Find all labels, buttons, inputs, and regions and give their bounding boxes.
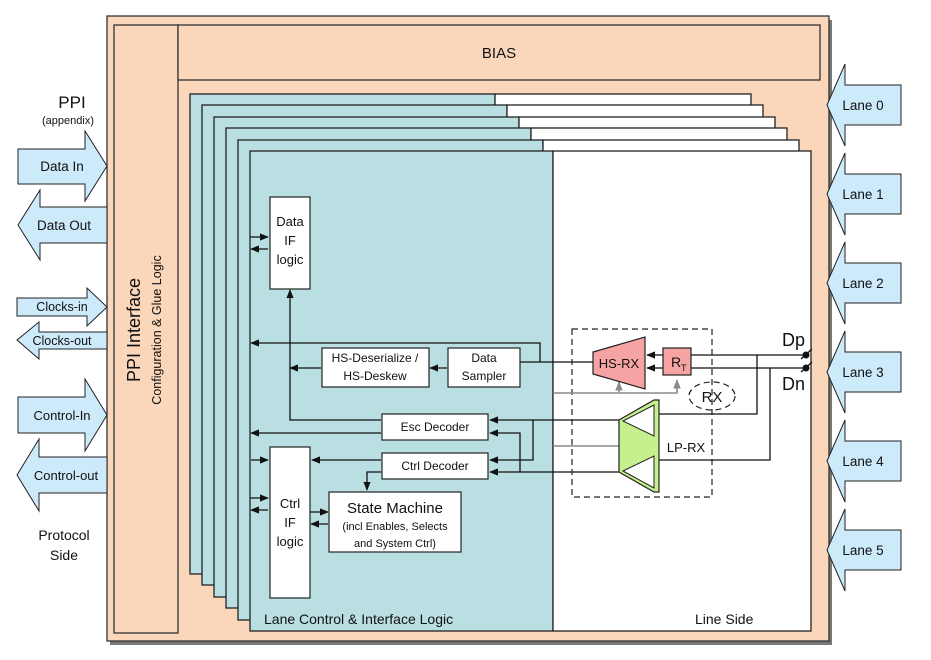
svg-text:IF: IF bbox=[284, 515, 296, 530]
data-in-arrow: Data In bbox=[17, 129, 108, 203]
lane-3-arrow: Lane 3 bbox=[826, 330, 902, 414]
esc-decoder-block: Esc Decoder bbox=[381, 413, 489, 441]
svg-text:Clocks-in: Clocks-in bbox=[36, 300, 87, 314]
lp-rx-block: LP-RX bbox=[618, 399, 706, 493]
ppi-interface-title: PPI Interface bbox=[124, 278, 144, 382]
ppi-subtitle: (appendix) bbox=[42, 115, 94, 127]
hs-rx-block: HS-RX bbox=[592, 336, 646, 390]
svg-text:LP-RX: LP-RX bbox=[667, 440, 706, 455]
dn-label: Dn bbox=[782, 374, 805, 394]
svg-text:HS-Deserialize /: HS-Deserialize / bbox=[332, 351, 419, 365]
svg-text:HS-Deskew: HS-Deskew bbox=[343, 369, 407, 383]
state-machine-block: State Machine (incl Enables, Selects and… bbox=[328, 491, 462, 553]
svg-text:Ctrl Decoder: Ctrl Decoder bbox=[401, 459, 468, 473]
svg-text:logic: logic bbox=[277, 252, 304, 267]
svg-text:State Machine: State Machine bbox=[347, 500, 443, 517]
data-sampler-block: Data Sampler bbox=[447, 347, 521, 388]
clocks-in-arrow: Clocks-in bbox=[16, 286, 108, 328]
svg-text:Lane 3: Lane 3 bbox=[842, 365, 883, 380]
svg-text:Lane 0: Lane 0 bbox=[842, 98, 883, 113]
protocol-side: PPI (appendix) Data In Data Out Clocks-i… bbox=[16, 93, 108, 563]
lane-control-label: Lane Control & Interface Logic bbox=[264, 611, 453, 627]
bias-block: BIAS bbox=[177, 24, 821, 81]
lane-1-arrow: Lane 1 bbox=[826, 152, 902, 236]
data-out-arrow: Data Out bbox=[17, 188, 108, 262]
ppi-interface-subtitle: Configuration & Glue Logic bbox=[150, 255, 164, 404]
data-if-logic-block: Data IF logic bbox=[269, 196, 311, 290]
svg-text:T: T bbox=[681, 363, 687, 373]
side-label: Side bbox=[50, 547, 78, 563]
clocks-out-arrow: Clocks-out bbox=[16, 320, 108, 361]
termination-resistor-block: R T bbox=[662, 347, 692, 376]
lane-arrows: Lane 0 Lane 1 Lane 2 Lane 3 Lane 4 Lane … bbox=[826, 63, 902, 592]
svg-text:Lane 1: Lane 1 bbox=[842, 187, 883, 202]
line-side-panel bbox=[552, 150, 812, 632]
svg-text:(incl Enables, Selects: (incl Enables, Selects bbox=[342, 521, 448, 533]
svg-text:Lane 4: Lane 4 bbox=[842, 454, 884, 469]
ctrl-decoder-block: Ctrl Decoder bbox=[381, 452, 489, 480]
hs-deserialize-block: HS-Deserialize / HS-Deskew bbox=[321, 347, 430, 388]
protocol-label: Protocol bbox=[38, 527, 89, 543]
ctrl-if-logic-block: Ctrl IF logic bbox=[269, 446, 311, 599]
line-side-label: Line Side bbox=[695, 611, 754, 627]
svg-text:Lane 2: Lane 2 bbox=[842, 276, 883, 291]
svg-text:Ctrl: Ctrl bbox=[280, 496, 300, 511]
svg-text:logic: logic bbox=[277, 534, 304, 549]
svg-text:Data: Data bbox=[471, 351, 497, 365]
svg-text:Data In: Data In bbox=[40, 159, 84, 174]
bias-label: BIAS bbox=[482, 45, 516, 62]
lane-4-arrow: Lane 4 bbox=[826, 419, 902, 503]
control-out-arrow: Control-out bbox=[16, 437, 108, 513]
svg-text:Lane 5: Lane 5 bbox=[842, 543, 883, 558]
rx-dashed-boundary bbox=[571, 328, 713, 498]
svg-text:Sampler: Sampler bbox=[462, 369, 507, 383]
svg-text:Control-In: Control-In bbox=[33, 408, 90, 423]
rx-ellipse bbox=[688, 381, 736, 411]
rx-label: RX bbox=[702, 389, 723, 406]
svg-text:Clocks-out: Clocks-out bbox=[32, 334, 92, 348]
ppi-interface-block: PPI Interface Configuration & Glue Logic bbox=[113, 24, 179, 634]
svg-text:Control-out: Control-out bbox=[34, 468, 99, 483]
dp-label: Dp bbox=[782, 330, 805, 350]
svg-text:IF: IF bbox=[284, 233, 296, 248]
rx-group: HS-RX R T RX LP-RX Dp Dn bbox=[553, 328, 813, 498]
lane-5-arrow: Lane 5 bbox=[826, 508, 902, 592]
lane-front: Lane Control & Interface Logic Line Side bbox=[249, 150, 812, 632]
svg-text:Esc Decoder: Esc Decoder bbox=[401, 420, 470, 434]
svg-text:HS-RX: HS-RX bbox=[599, 356, 640, 371]
lane-0-arrow: Lane 0 bbox=[826, 63, 902, 147]
svg-text:Data: Data bbox=[276, 214, 304, 229]
lane-2-arrow: Lane 2 bbox=[826, 241, 902, 325]
svg-text:Data Out: Data Out bbox=[37, 218, 91, 233]
svg-text:and System Ctrl): and System Ctrl) bbox=[354, 538, 436, 550]
control-in-arrow: Control-In bbox=[17, 377, 108, 453]
ppi-title: PPI bbox=[58, 93, 85, 112]
svg-text:R: R bbox=[671, 354, 681, 370]
lane-control-wires bbox=[250, 233, 619, 528]
